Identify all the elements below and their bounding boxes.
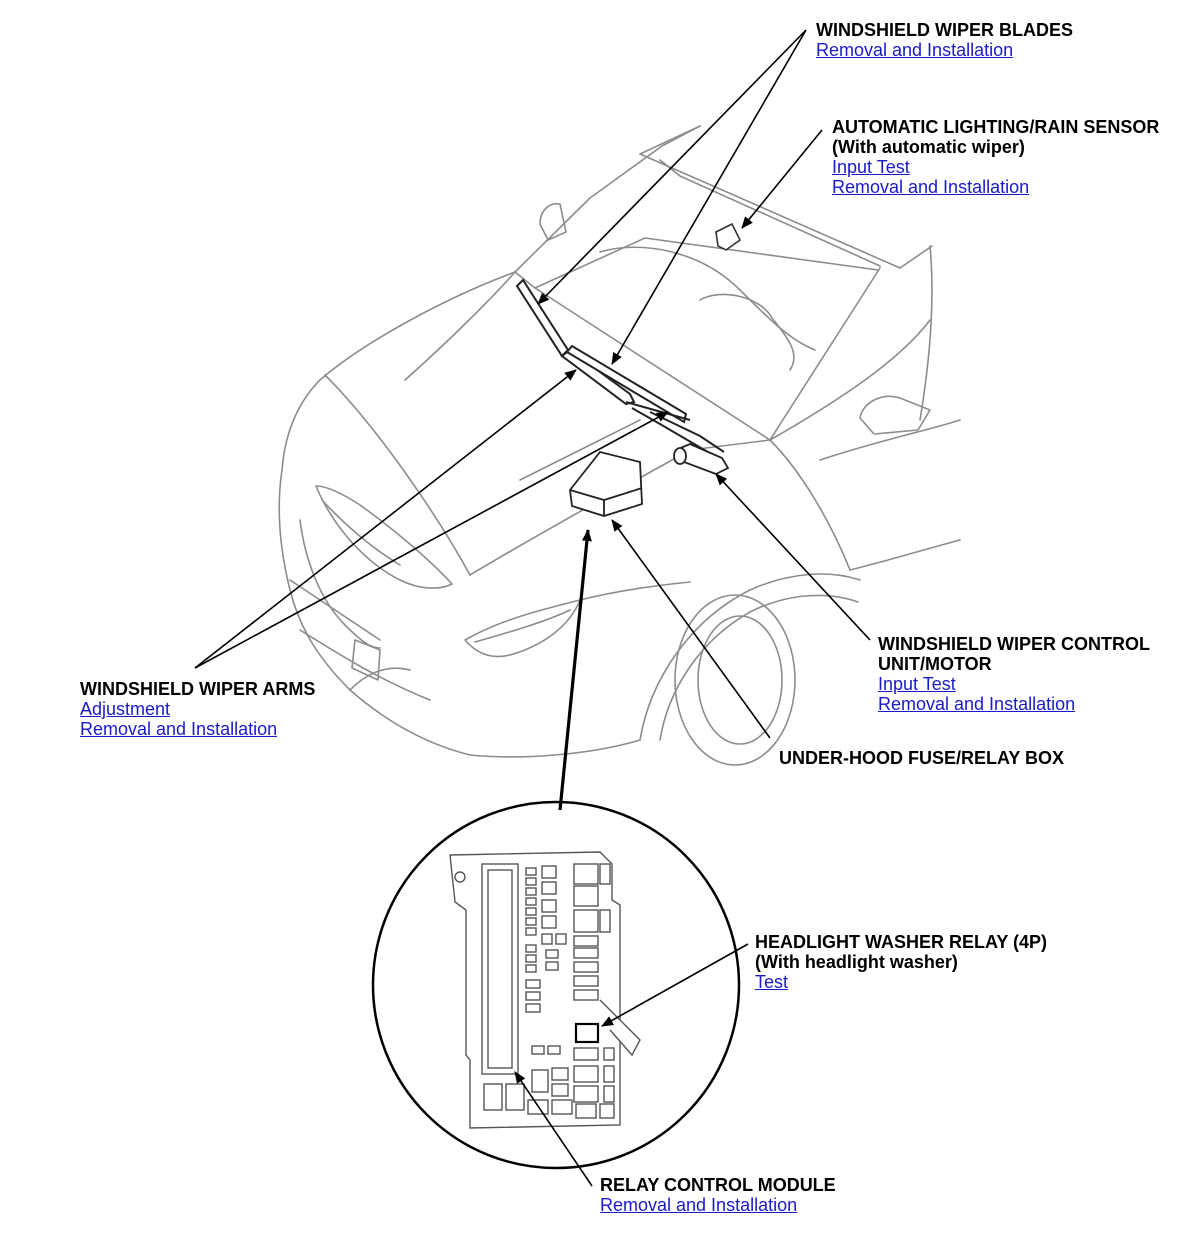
rain-sensor-shape (715, 222, 742, 251)
callout-headlight-washer-relay: HEADLIGHT WASHER RELAY (4P) (With headli… (755, 932, 1047, 992)
rain-sensor-input-test-link[interactable]: Input Test (832, 157, 910, 177)
headlight-washer-relay-subtitle: (With headlight washer) (755, 952, 958, 972)
fuse-relay-box-title: UNDER-HOOD FUSE/RELAY BOX (779, 748, 1065, 768)
rain-sensor-subtitle: (With automatic wiper) (832, 137, 1025, 157)
callout-wiper-arms: WINDSHIELD WIPER ARMS Adjustment Removal… (80, 679, 315, 739)
callout-relay-control-module: RELAY CONTROL MODULE Removal and Install… (600, 1175, 836, 1215)
wiper-blades-removal-link[interactable]: Removal and Installation (816, 40, 1014, 60)
wiper-arms-adjustment-link[interactable]: Adjustment (80, 699, 171, 719)
wiper-control-unit-removal-link[interactable]: Removal and Installation (878, 694, 1076, 714)
wiper-blade-left-shape (515, 278, 636, 406)
callout-fuse-relay-box: UNDER-HOOD FUSE/RELAY BOX (779, 748, 1064, 768)
callout-rain-sensor: AUTOMATIC LIGHTING/RAIN SENSOR (With aut… (832, 117, 1159, 197)
headlight-washer-relay-test-link[interactable]: Test (755, 972, 789, 992)
leader-lines (194, 29, 871, 1187)
callout-wiper-blades: WINDSHIELD WIPER BLADES Removal and Inst… (816, 20, 1073, 60)
callout-wiper-control-unit: WINDSHIELD WIPER CONTROL UNIT/MOTOR Inpu… (878, 634, 1150, 714)
relay-control-module-title: RELAY CONTROL MODULE (600, 1175, 836, 1195)
fuse-box-shape (569, 450, 643, 517)
wiper-arms-title: WINDSHIELD WIPER ARMS (80, 679, 316, 699)
relay-control-module-removal-link[interactable]: Removal and Installation (600, 1195, 798, 1215)
zoom-pointer-line (558, 529, 592, 811)
fuse-box-detail-view (371, 800, 741, 1170)
wiper-blades-title: WINDSHIELD WIPER BLADES (816, 20, 1074, 40)
rain-sensor-removal-link[interactable]: Removal and Installation (832, 177, 1030, 197)
wiper-control-unit-title-line2: UNIT/MOTOR (878, 654, 992, 674)
wiper-arms-removal-link[interactable]: Removal and Installation (80, 719, 278, 739)
wiper-control-unit-input-test-link[interactable]: Input Test (878, 674, 956, 694)
car-body-outline (278, 125, 961, 766)
rain-sensor-title: AUTOMATIC LIGHTING/RAIN SENSOR (832, 117, 1160, 137)
headlight-washer-relay-title: HEADLIGHT WASHER RELAY (4P) (755, 932, 1048, 952)
wiper-control-unit-title-line1: WINDSHIELD WIPER CONTROL (878, 634, 1150, 654)
wiper-motor-shape (673, 443, 730, 475)
